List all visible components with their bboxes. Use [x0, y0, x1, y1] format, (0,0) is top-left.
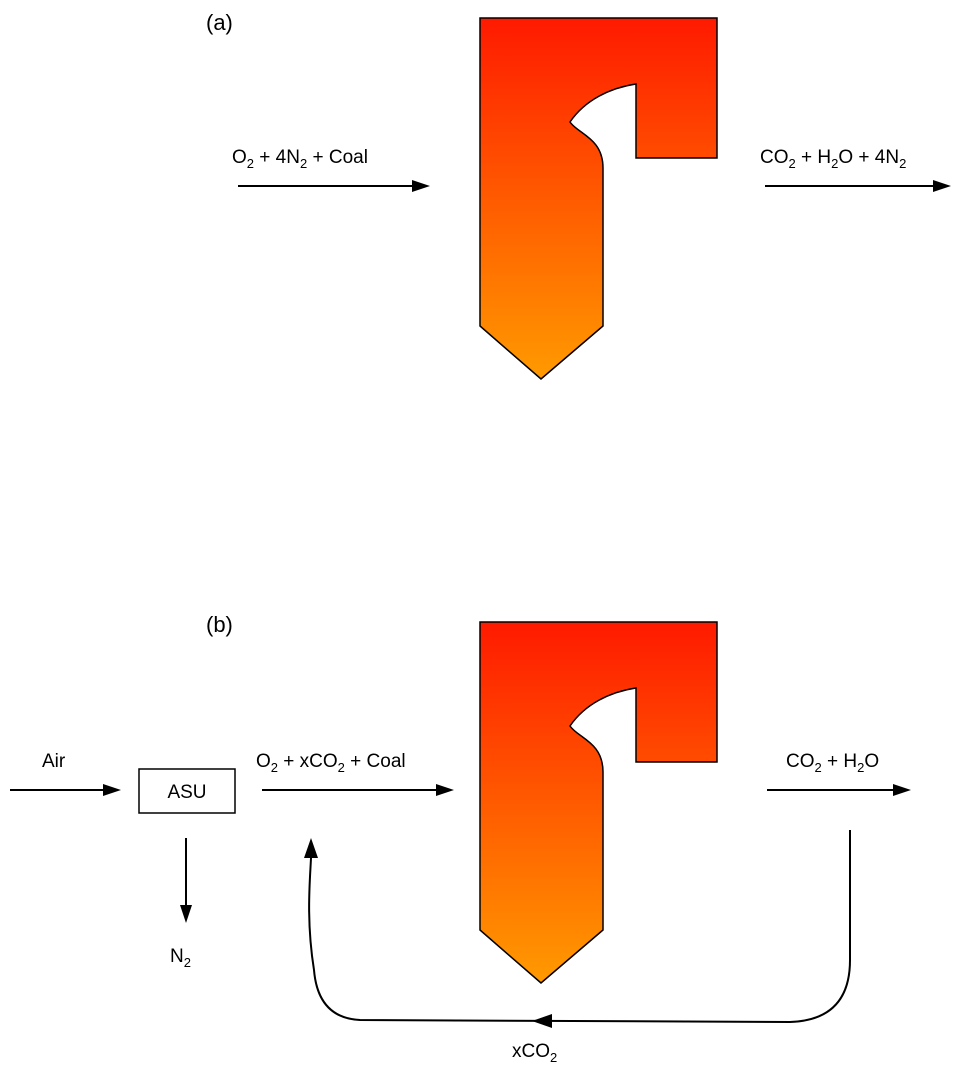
- panel-b: (b) Air ASU N2 O2 + xCO2 + Coal CO2 + H2…: [10, 612, 911, 1065]
- air-label: Air: [42, 751, 66, 772]
- recycle-up-arrowhead: [304, 838, 318, 858]
- recycle-label: xCO2: [512, 1041, 557, 1065]
- asu-box: [138, 768, 236, 814]
- panel-a-label: (a): [206, 10, 233, 35]
- recycle-loop: [304, 830, 851, 1028]
- panel-b-outlet-label: CO2 + H2O: [786, 751, 879, 775]
- panel-b-outlet-arrow: [767, 784, 911, 796]
- panel-b-label: (b): [206, 612, 233, 637]
- panel-b-boiler: [479, 621, 718, 984]
- panel-a-inlet-arrow: [238, 180, 430, 192]
- panel-a-outlet-label: CO2 + H2O + 4N2: [760, 147, 906, 171]
- panel-a-outlet-arrow: [765, 180, 951, 192]
- asu-unit: ASU: [138, 768, 236, 814]
- asu-label: ASU: [167, 782, 206, 803]
- panel-a: (a) O2 + 4N2 + Coal CO2 + H2O + 4N2: [206, 10, 951, 380]
- n2-label: N2: [170, 946, 191, 970]
- air-arrow: [10, 784, 121, 796]
- panel-a-boiler: [479, 17, 718, 380]
- panel-b-inlet-arrow: [262, 784, 454, 796]
- recycle-mid-arrowhead: [532, 1014, 552, 1028]
- n2-arrow: [180, 838, 192, 923]
- panel-b-inlet-label: O2 + xCO2 + Coal: [256, 751, 406, 775]
- panel-a-inlet-label: O2 + 4N2 + Coal: [232, 147, 368, 171]
